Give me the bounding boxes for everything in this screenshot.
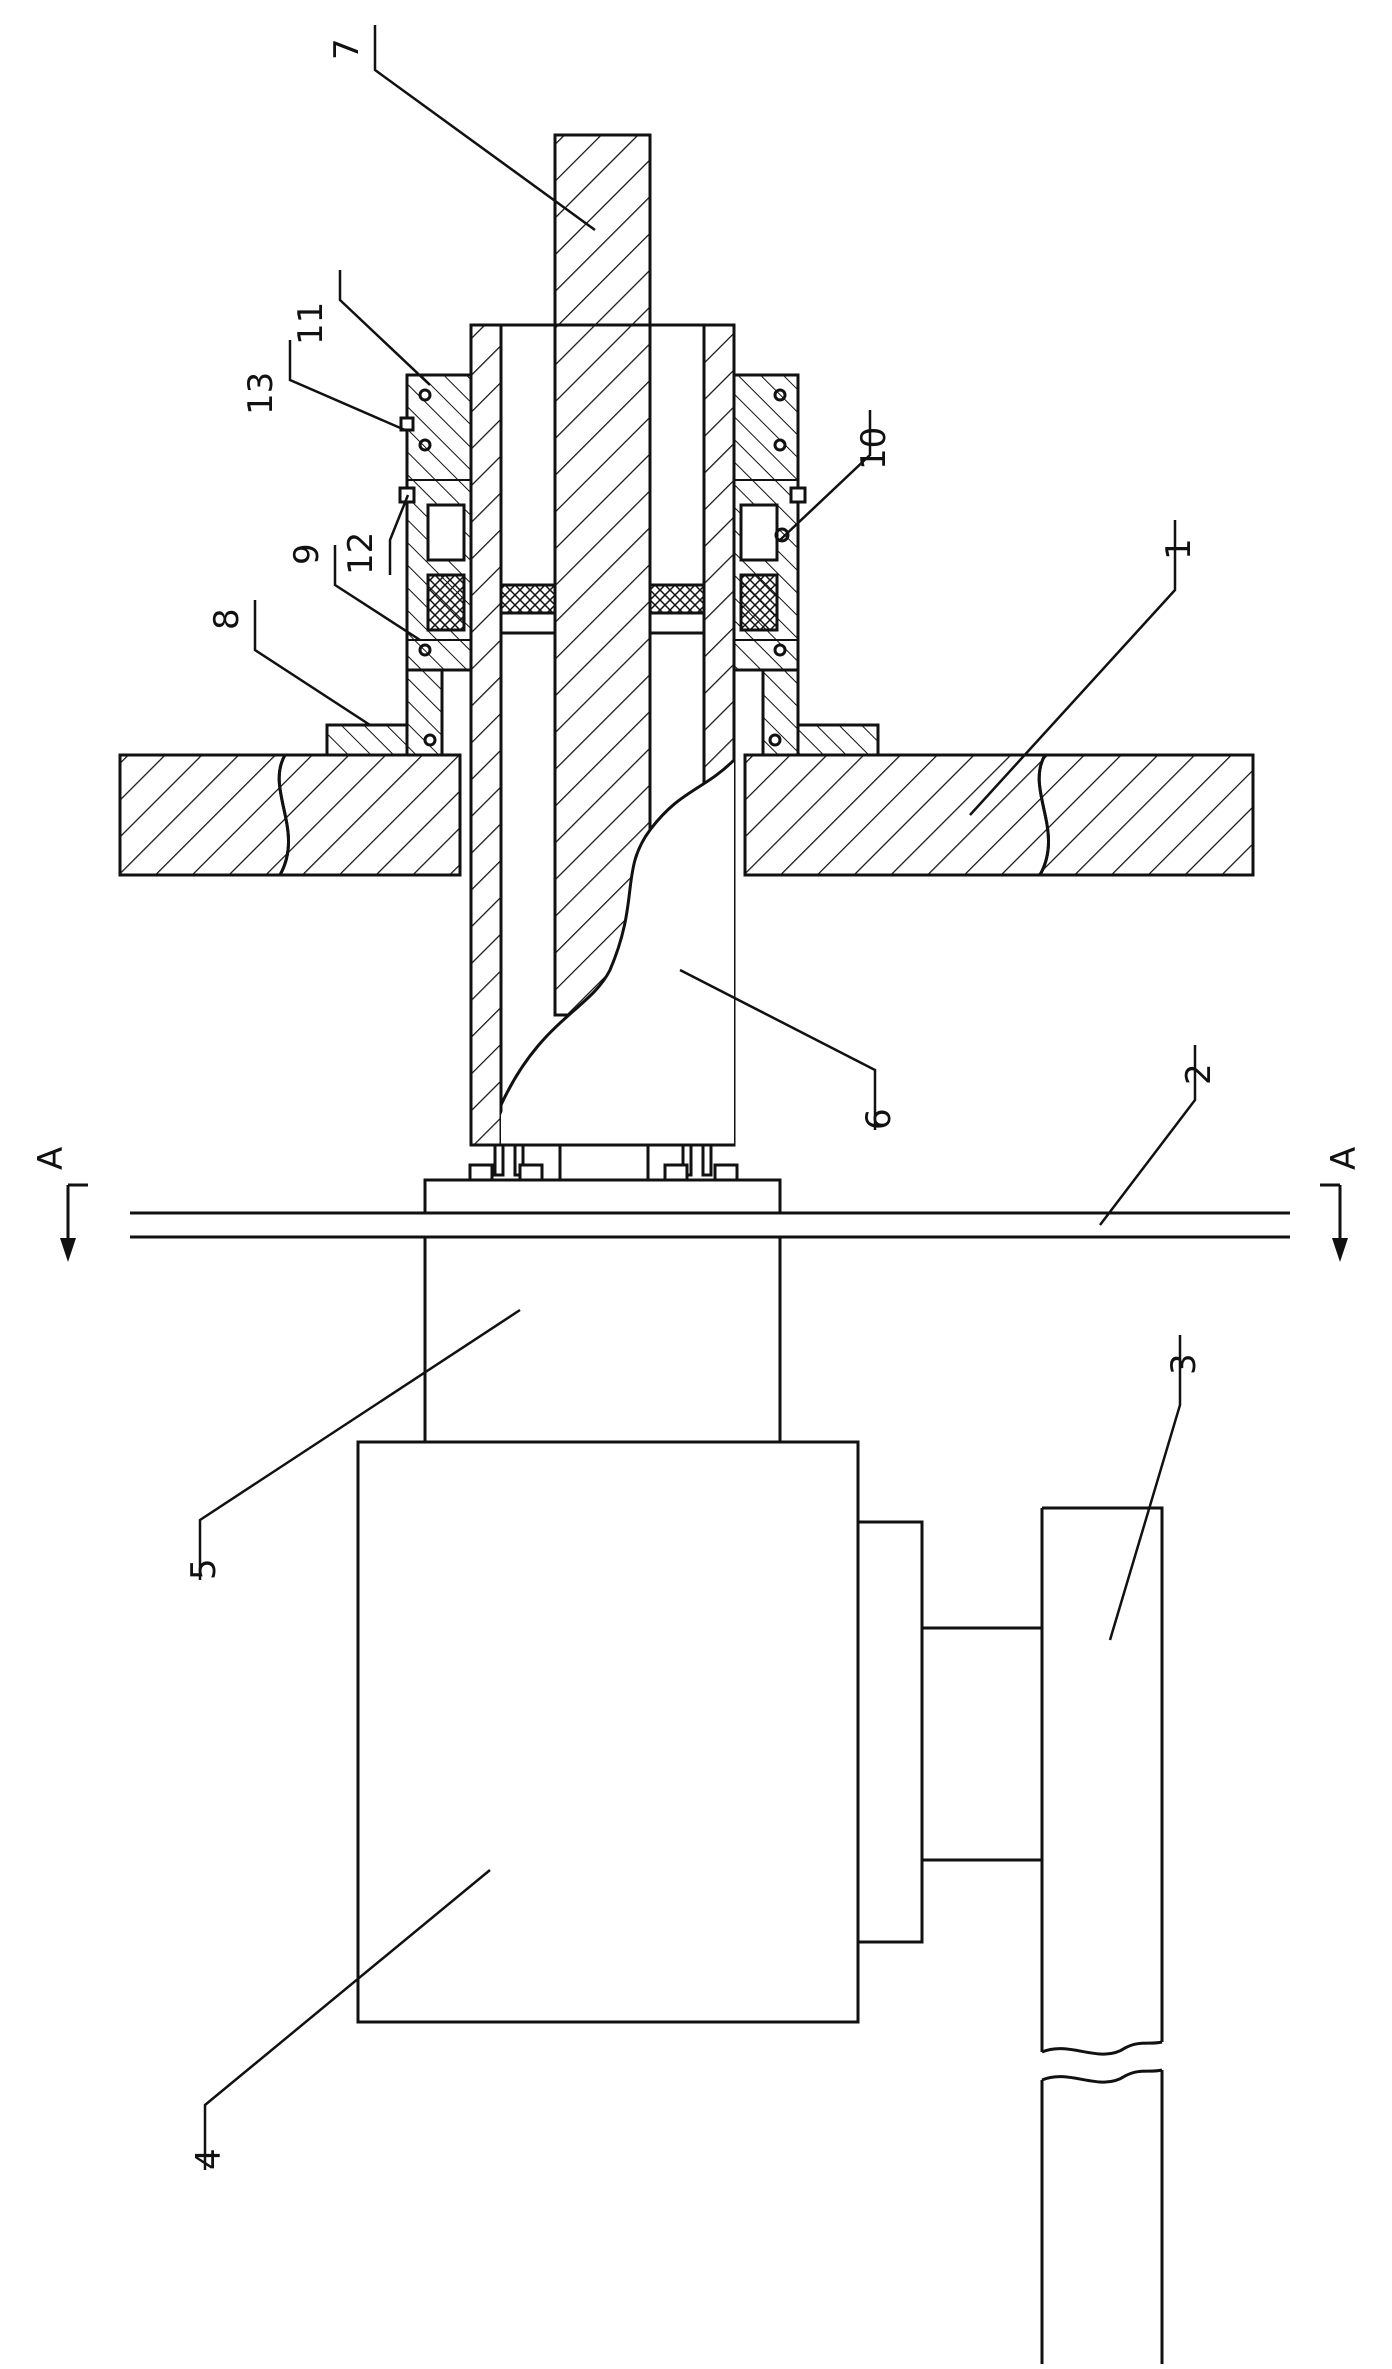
- reducer: [425, 1237, 780, 1442]
- support-base: [1042, 1508, 1162, 2364]
- section-label-right: A: [1324, 1147, 1364, 1170]
- label-part-11: 11: [291, 302, 331, 345]
- label-part-8: 8: [207, 608, 247, 630]
- label-part-6: 6: [859, 1108, 899, 1130]
- label-part-3: 3: [1164, 1353, 1204, 1375]
- label-part-12: 12: [341, 532, 381, 575]
- label-part-1: 1: [1159, 538, 1199, 560]
- motor: [358, 1442, 1042, 2022]
- section-label-left: A: [31, 1147, 71, 1170]
- label-part-13: 13: [241, 372, 281, 415]
- label-part-9: 9: [287, 543, 327, 565]
- label-part-7: 7: [327, 38, 367, 60]
- label-part-10: 10: [854, 427, 894, 470]
- label-part-5: 5: [184, 1558, 224, 1580]
- tie-rods: [470, 1145, 737, 1180]
- coupling-flange: [425, 1180, 780, 1213]
- label-part-2: 2: [1179, 1063, 1219, 1085]
- section-marker-left: A: [31, 1147, 88, 1262]
- label-part-4: 4: [189, 2148, 229, 2170]
- plate-2: [130, 1213, 1290, 1237]
- section-marker-right: A: [1320, 1147, 1364, 1262]
